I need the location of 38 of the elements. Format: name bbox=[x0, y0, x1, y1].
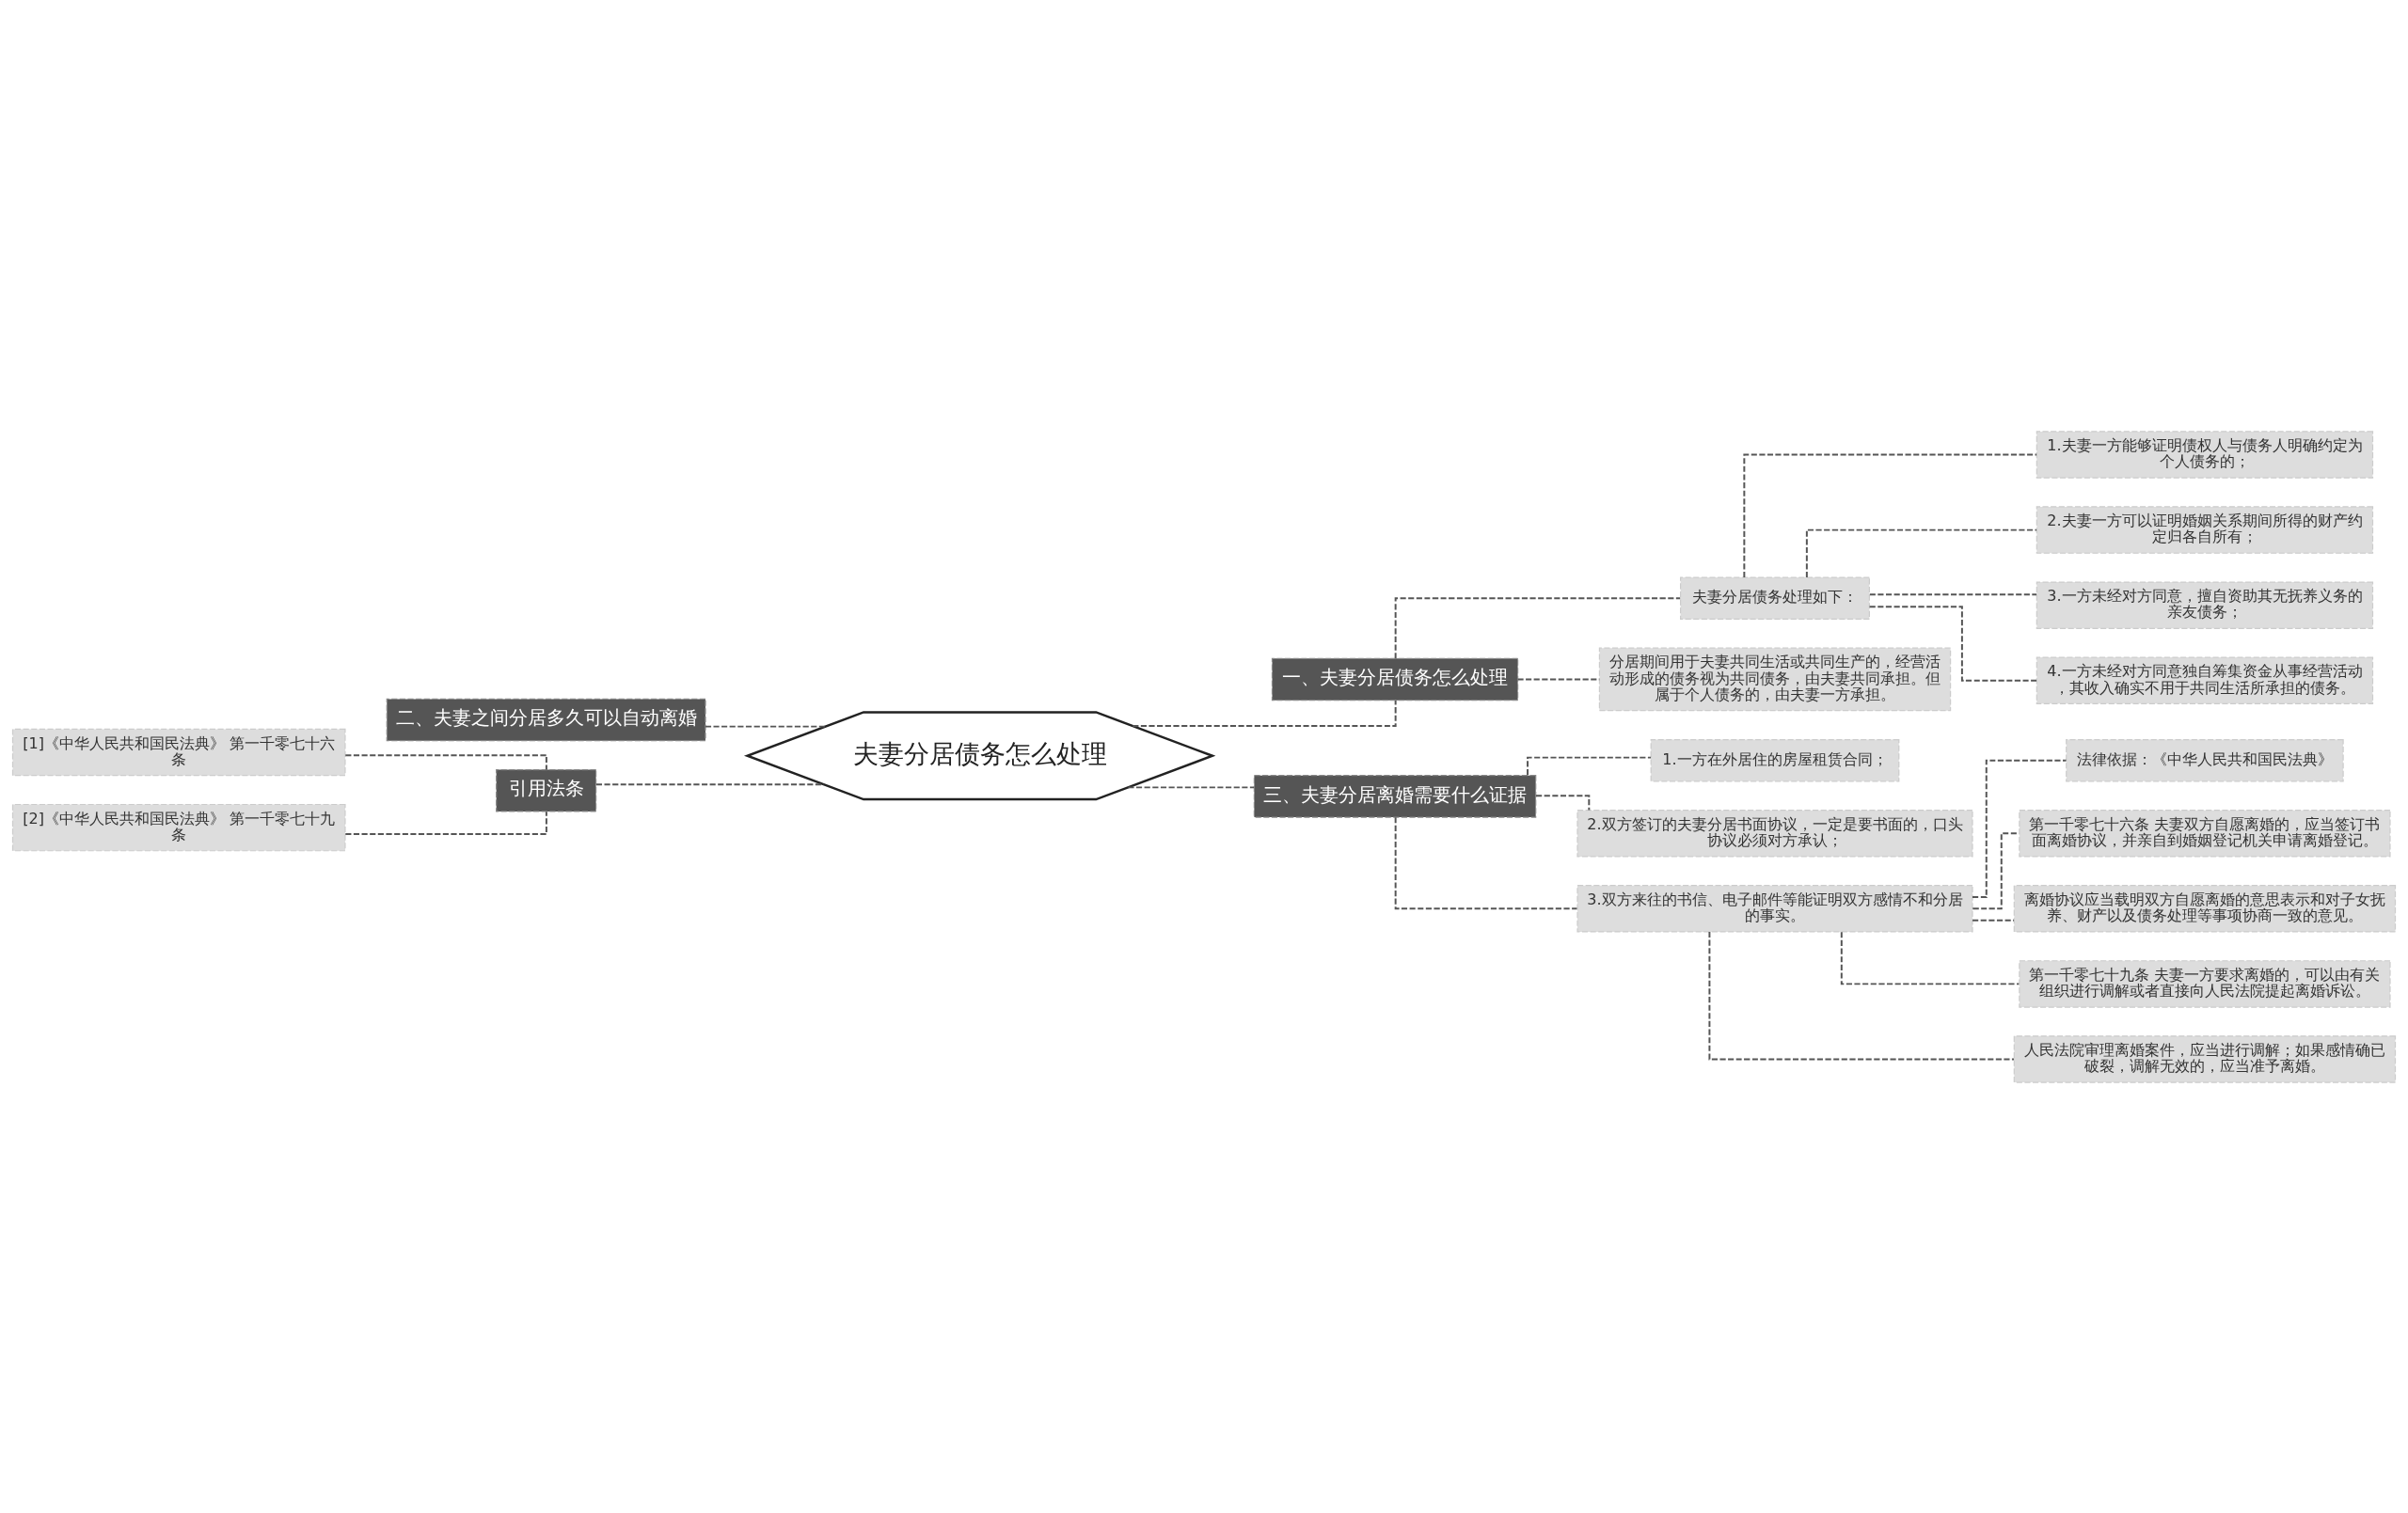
connector bbox=[344, 753, 547, 770]
node-box: 3.一方未经对方同意，擅自资助其无抚养义务的亲友债务； bbox=[2036, 580, 2374, 629]
connector bbox=[1840, 930, 2020, 985]
node-box: 第一千零七十六条 夫妻双方自愿离婚的，应当签订书面离婚协议，并亲自到婚姻登记机关申请离婚登记。 bbox=[2019, 809, 2391, 858]
connector bbox=[1127, 785, 1256, 788]
connector bbox=[344, 810, 547, 835]
connector bbox=[1868, 605, 2038, 682]
connector bbox=[1132, 699, 1397, 727]
node-box: 三、夫妻分居离婚需要什么证据 bbox=[1253, 774, 1537, 818]
connector bbox=[1708, 930, 2016, 1060]
node-box: 1.一方在外居住的房屋租赁合同； bbox=[1650, 738, 1900, 781]
connector bbox=[1534, 794, 1591, 812]
connector bbox=[1805, 528, 2038, 578]
node-box: 2.双方签订的夫妻分居书面协议，一定是要书面的，口头协议必须对方承认； bbox=[1576, 809, 1973, 858]
connector bbox=[1527, 756, 1653, 776]
connector bbox=[1972, 759, 2067, 898]
connector bbox=[1394, 596, 1682, 659]
node-box: 法律依据：《中华人民共和国民法典》 bbox=[2066, 738, 2344, 781]
connector bbox=[595, 782, 825, 785]
node-box: 二、夫妻之间分居多久可以自动离婚 bbox=[386, 698, 706, 741]
node-box: 2.夫妻一方可以证明婚姻关系期间所得的财产约定归各自所有； bbox=[2036, 505, 2374, 554]
connector bbox=[1394, 815, 1578, 909]
node-box: 夫妻分居债务处理如下： bbox=[1680, 576, 1870, 620]
node-box: [2]《中华人民共和国民法典》 第一千零七十九条 bbox=[11, 803, 346, 851]
node-box: 离婚协议应当载明双方自愿离婚的意思表示和对子女抚养、财产以及债务处理等事项协商一致的意见。 bbox=[2013, 884, 2397, 933]
node-box: [1]《中华人民共和国民法典》 第一千零七十六条 bbox=[11, 728, 346, 776]
node-box: 1.夫妻一方能够证明债权人与债务人明确约定为个人债务的； bbox=[2036, 430, 2374, 479]
node-box: 引用法条 bbox=[496, 768, 597, 812]
node-box: 一、夫妻分居债务怎么处理 bbox=[1271, 657, 1519, 701]
connector bbox=[705, 725, 827, 728]
connector bbox=[1868, 592, 2038, 595]
node-box: 第一千零七十九条 夫妻一方要求离婚的，可以由有关组织进行调解或者直接向人民法院提起离婚诉讼。 bbox=[2019, 959, 2391, 1008]
node-box: 3.双方来往的书信、电子邮件等能证明双方感情不和分居的事实。 bbox=[1576, 884, 1973, 933]
node-box: 分居期间用于夫妻共同生活或共同生产的，经营活动形成的债务视为共同债务，由夫妻共同承担。但属于个人债务的，由夫妻一方承担。 bbox=[1598, 647, 1952, 711]
node-box: 4.一方未经对方同意独自筹集资金从事经营活动，其收入确实不用于共同生活所承担的债务。 bbox=[2036, 655, 2374, 704]
node-box: 人民法院审理离婚案件，应当进行调解；如果感情确已破裂，调解无效的，应当准予离婚。 bbox=[2013, 1034, 2397, 1083]
connector bbox=[1743, 453, 2038, 578]
connector bbox=[1972, 919, 2016, 922]
